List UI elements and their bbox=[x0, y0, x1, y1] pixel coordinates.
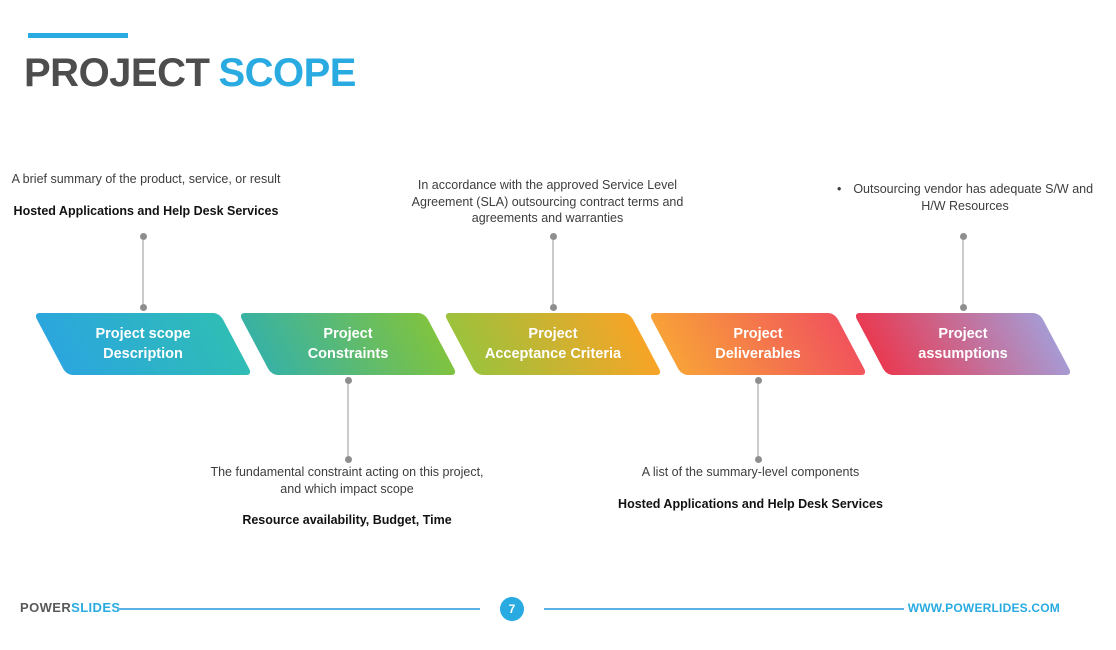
connector-stem bbox=[962, 240, 964, 304]
step-shape-project-assumptions: Project assumptions bbox=[853, 313, 1073, 375]
annotation-deliverables-text: A list of the summary-level components bbox=[641, 465, 860, 479]
step-shape-project-acceptance-criteria: Project Acceptance Criteria bbox=[443, 313, 663, 375]
annotation-description: A brief summary of the product, service,… bbox=[6, 171, 286, 219]
connector-stem bbox=[552, 240, 554, 304]
connector-dot bbox=[549, 233, 557, 240]
connector-step1 bbox=[139, 233, 147, 311]
connector-stem bbox=[142, 240, 144, 304]
step-label-line1: Project bbox=[733, 326, 783, 342]
footer-divider-left bbox=[117, 608, 480, 610]
step-label-line1: Project bbox=[938, 326, 988, 342]
step-label-line1: Project bbox=[528, 326, 578, 342]
connector-stem bbox=[347, 384, 349, 456]
connector-dot bbox=[344, 456, 352, 463]
brand-logo-accent: SLIDES bbox=[71, 600, 121, 615]
annotation-assumptions-line1: • Outsourcing vendor has adequate S/W and bbox=[820, 181, 1110, 198]
footer-divider-right bbox=[544, 608, 904, 610]
annotation-assumptions-text: Outsourcing vendor has adequate S/W and bbox=[853, 182, 1094, 196]
connector-dot bbox=[754, 456, 762, 463]
annotation-constraints: The fundamental constraint acting on thi… bbox=[196, 464, 498, 529]
title-word-accent: SCOPE bbox=[218, 51, 356, 95]
connector-step3 bbox=[549, 233, 557, 311]
annotation-assumptions: • Outsourcing vendor has adequate S/W and… bbox=[820, 181, 1110, 214]
connector-step2 bbox=[344, 377, 352, 463]
annotation-acceptance-line1: In accordance with the approved Service … bbox=[417, 178, 678, 192]
step-label-line2: assumptions bbox=[918, 346, 1008, 362]
annotation-deliverables: A list of the summary-level components H… bbox=[598, 464, 903, 512]
title-word-primary: PROJECT bbox=[24, 51, 210, 95]
connector-dot bbox=[754, 377, 762, 384]
title-accent-bar bbox=[28, 33, 128, 38]
connector-dot bbox=[959, 304, 967, 311]
step-label-line2: Constraints bbox=[307, 346, 389, 362]
annotation-constraints-bold: Resource availability, Budget, Time bbox=[242, 513, 452, 527]
annotation-acceptance-line3: agreements and warranties bbox=[471, 211, 624, 225]
step-label-line2: Deliverables bbox=[715, 346, 801, 362]
website-link[interactable]: WWW.POWERLIDES.COM bbox=[907, 601, 1060, 615]
step-shape-project-scope-description: Project scope Description bbox=[33, 313, 253, 375]
bullet-icon: • bbox=[836, 182, 842, 196]
step-label-line2: Description bbox=[103, 346, 183, 362]
annotation-constraints-line2: and which impact scope bbox=[280, 481, 414, 496]
connector-dot bbox=[139, 233, 147, 240]
annotation-description-bold: Hosted Applications and Help Desk Servic… bbox=[13, 203, 279, 218]
brand-logo: POWERSLIDES bbox=[20, 600, 120, 615]
step-label: Project assumptions bbox=[870, 324, 1056, 364]
page-number-badge: 7 bbox=[500, 597, 524, 621]
brand-logo-primary: POWER bbox=[20, 600, 72, 615]
annotation-deliverables-bold: Hosted Applications and Help Desk Servic… bbox=[618, 496, 883, 511]
connector-stem bbox=[757, 384, 759, 456]
connector-dot bbox=[139, 304, 147, 311]
annotation-constraints-line1: The fundamental constraint acting on thi… bbox=[210, 465, 484, 479]
connector-dot bbox=[549, 304, 557, 311]
connector-dot bbox=[959, 233, 967, 240]
step-label: Project Deliverables bbox=[665, 324, 851, 364]
step-label-line1: Project scope bbox=[95, 326, 191, 342]
step-label-line1: Project bbox=[323, 326, 373, 342]
connector-step5 bbox=[959, 233, 967, 311]
step-label: Project Constraints bbox=[255, 324, 441, 364]
annotation-acceptance: In accordance with the approved Service … bbox=[400, 177, 695, 227]
annotation-assumptions-line2: H/W Resources bbox=[921, 198, 1009, 213]
annotation-description-text: A brief summary of the product, service,… bbox=[11, 172, 281, 186]
step-shape-project-deliverables: Project Deliverables bbox=[648, 313, 868, 375]
step-shape-project-constraints: Project Constraints bbox=[238, 313, 458, 375]
connector-step4 bbox=[754, 377, 762, 463]
step-label: Project scope Description bbox=[50, 324, 236, 364]
annotation-acceptance-line2: Agreement (SLA) outsourcing contract ter… bbox=[411, 194, 684, 209]
connector-dot bbox=[344, 377, 352, 384]
step-label: Project Acceptance Criteria bbox=[460, 324, 646, 364]
step-label-line2: Acceptance Criteria bbox=[484, 346, 622, 362]
